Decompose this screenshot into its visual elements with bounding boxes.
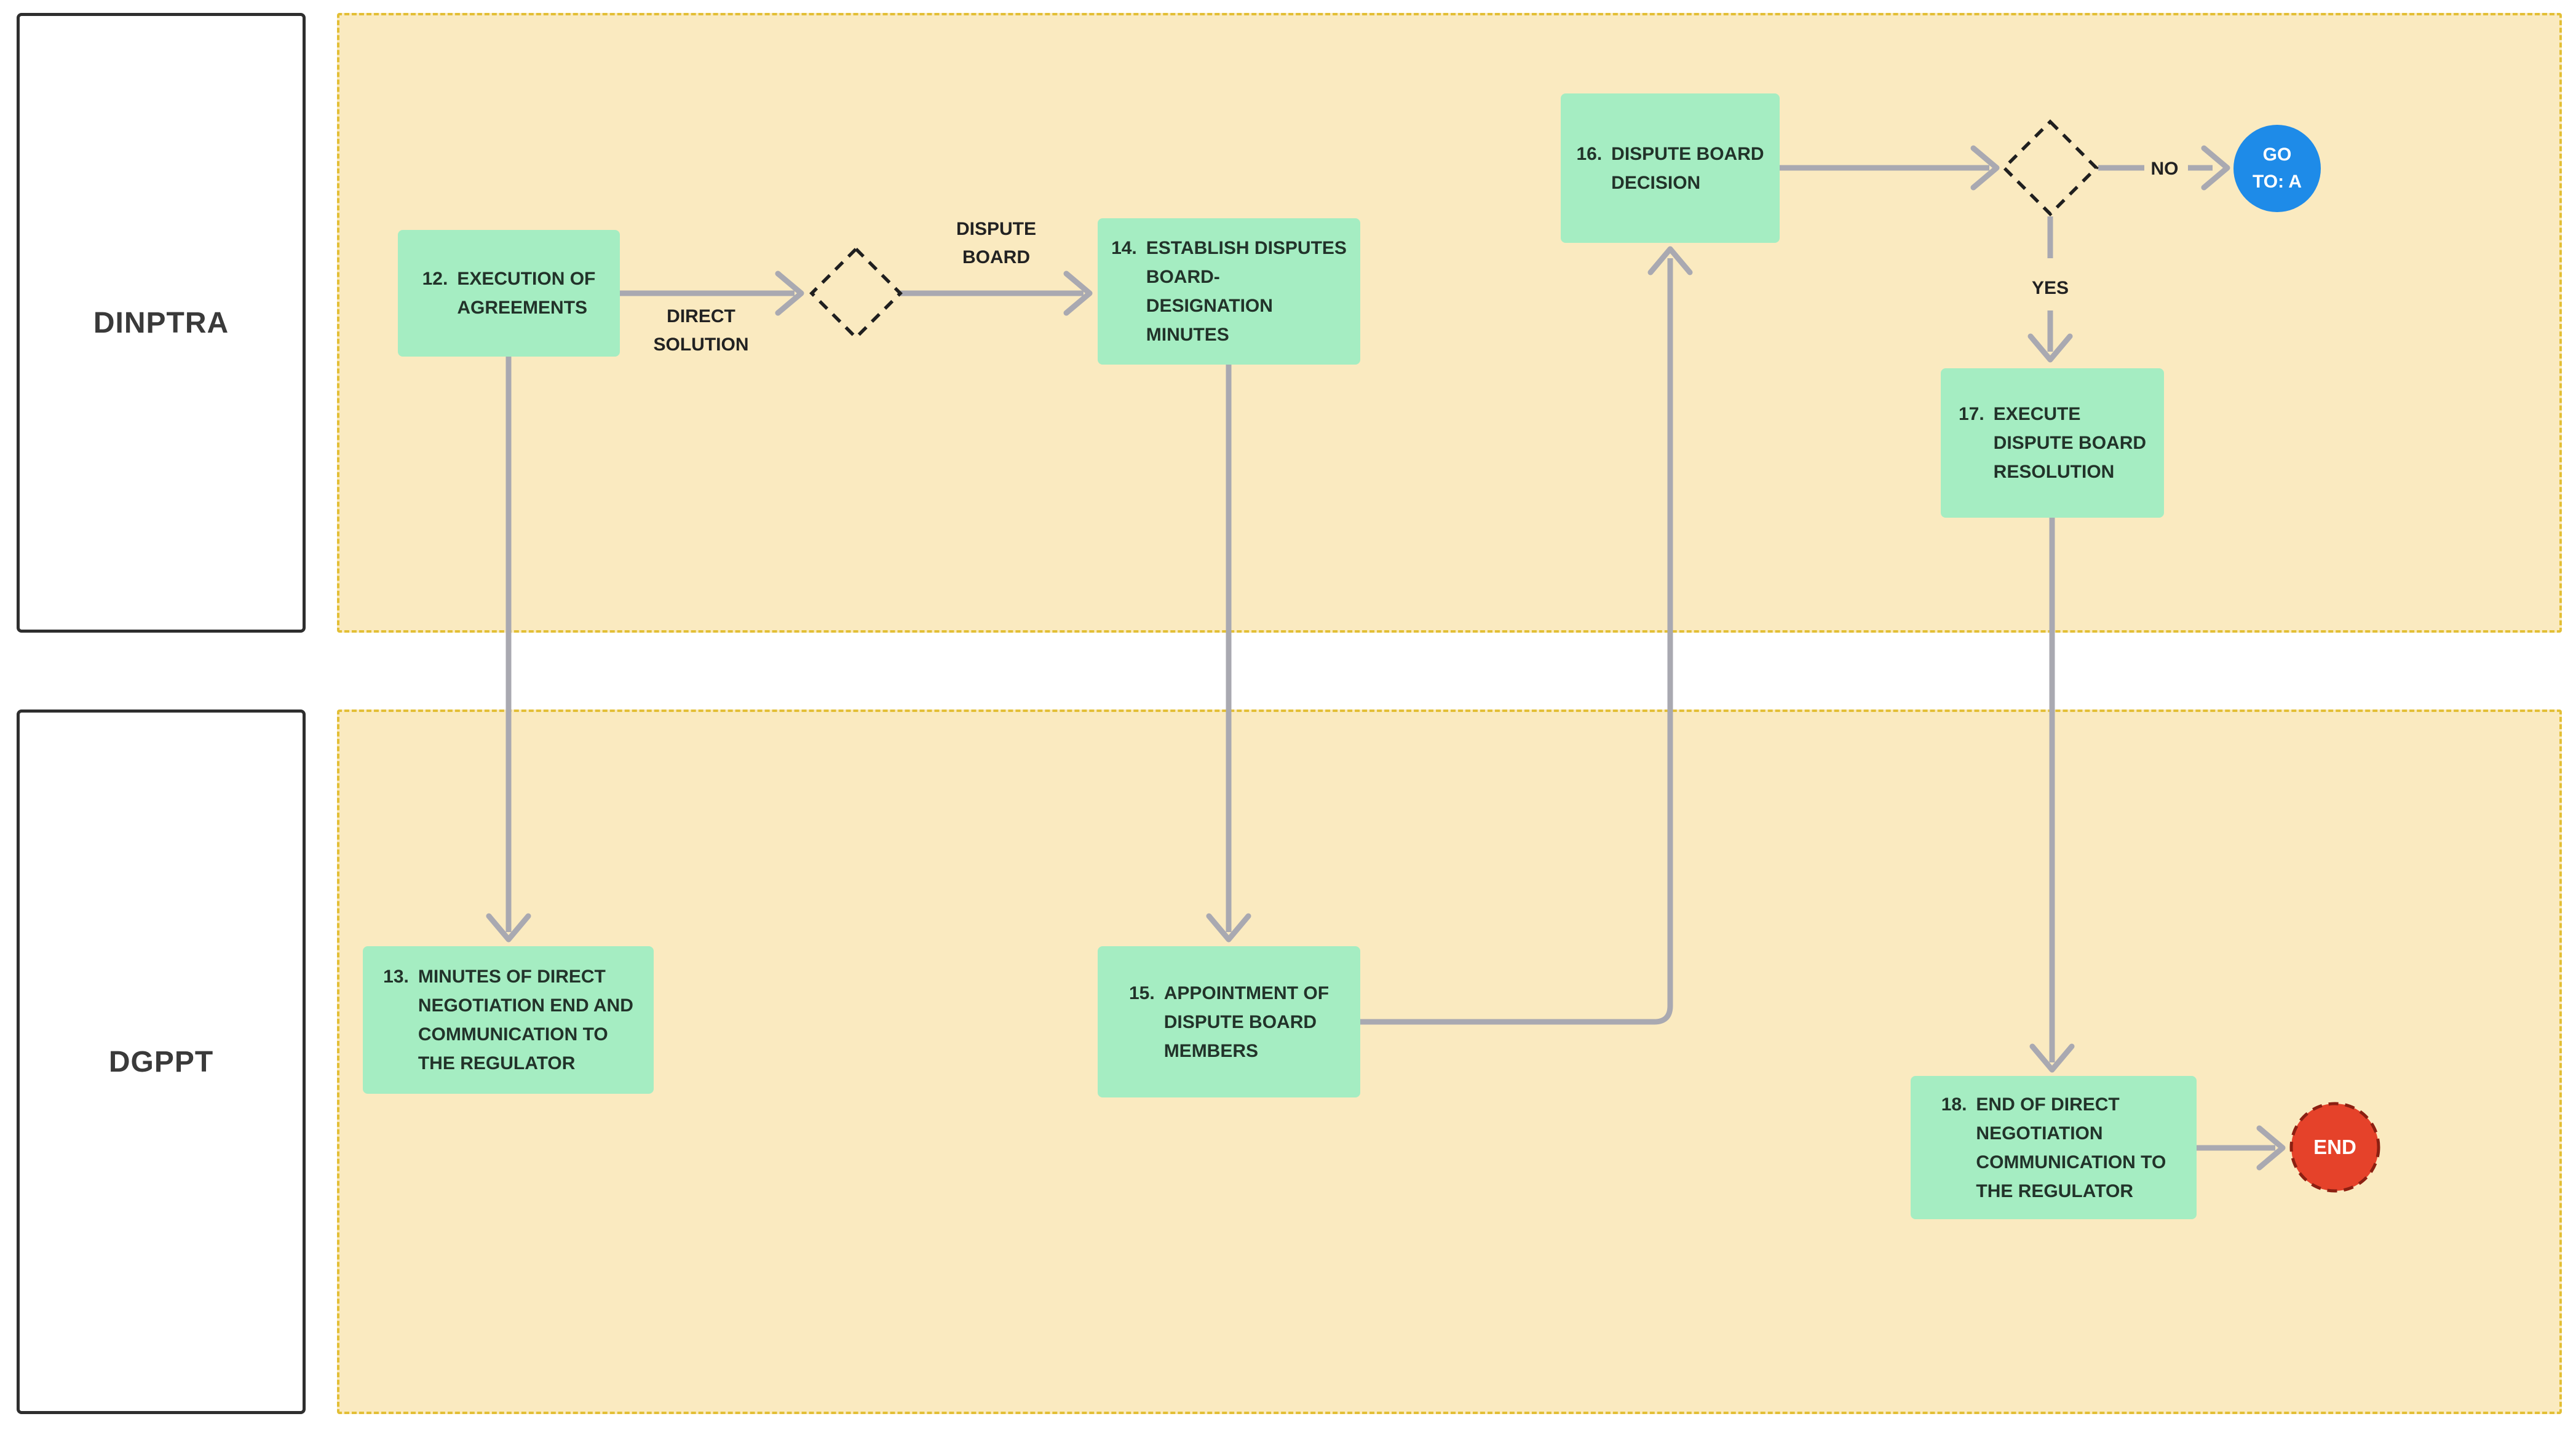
decision-diamond-board-decision[interactable] <box>2002 119 2099 216</box>
arrowhead-icon <box>2029 1043 2075 1073</box>
node-text: APPOINTMENT OF DISPUTE BOARD MEMBERS <box>1163 982 1330 1061</box>
arrowhead-icon <box>2256 1125 2286 1171</box>
node-number: 16. <box>1576 143 1603 164</box>
node-text: ESTABLISH DISPUTES BOARD- DESIGNATION MI… <box>1146 238 1347 345</box>
goto-a-terminal[interactable] <box>2233 125 2321 212</box>
lane-band-dgppt <box>337 710 2562 1414</box>
node-18-end-of-direct-negotiation[interactable]: 18. END OF DIRECT NEGOTIATION COMMUNICAT… <box>1911 1076 2197 1219</box>
decision-diamond-direct-or-dispute[interactable] <box>809 247 903 340</box>
node-14-establish-disputes-board[interactable]: 14. ESTABLISH DISPUTES BOARD- DESIGNATIO… <box>1098 218 1360 365</box>
edge-label-direct-solution: DIRECT SOLUTION <box>653 306 749 355</box>
node-number: 18. <box>1941 1094 1967 1115</box>
goto-a-label: GO TO: A <box>2253 144 2302 192</box>
node-text: EXECUTE DISPUTE BOARD RESOLUTION <box>1993 404 2147 482</box>
arrowhead-icon <box>486 913 531 943</box>
arrowhead-icon <box>775 271 804 316</box>
lane-band-dinptra <box>337 13 2562 633</box>
arrowhead-icon <box>1970 145 2000 191</box>
node-text: MINUTES OF DIRECT NEGOTIATION END AND CO… <box>418 967 633 1073</box>
node-number: 13. <box>383 967 409 987</box>
node-text: EXECUTION OF AGREEMENTS <box>457 269 596 318</box>
arrowhead-icon <box>1206 913 1251 943</box>
node-13-minutes-of-direct-negotiation[interactable]: 13. MINUTES OF DIRECT NEGOTIATION END AN… <box>363 946 654 1094</box>
node-text: END OF DIRECT NEGOTIATION COMMUNICATION … <box>1976 1094 2166 1201</box>
edge-label-dispute-board: DISPUTE BOARD <box>956 219 1037 267</box>
node-number: 15. <box>1128 982 1155 1003</box>
lane-title: DGPPT <box>108 1045 214 1078</box>
edge-label-no: NO <box>2150 159 2179 179</box>
edge-label-yes: YES <box>2031 278 2069 298</box>
node-12-execution-of-agreements[interactable]: 12. EXECUTION OF AGREEMENTS <box>398 230 620 357</box>
node-15-appointment-of-members[interactable]: 15. APPOINTMENT OF DISPUTE BOARD MEMBERS <box>1098 946 1360 1097</box>
node-number: 14. <box>1111 238 1137 258</box>
node-number: 12. <box>422 269 448 289</box>
lane-label-dinptra: DINPTRA <box>17 13 306 633</box>
node-17-execute-resolution[interactable]: 17. EXECUTE DISPUTE BOARD RESOLUTION <box>1941 368 2164 518</box>
lane-label-dgppt: DGPPT <box>17 710 306 1414</box>
arrowhead-icon <box>1063 271 1093 316</box>
arrowhead-icon <box>2201 145 2230 191</box>
lane-title: DINPTRA <box>93 306 229 339</box>
end-label: END <box>2313 1136 2356 1158</box>
arrowhead-icon <box>2027 333 2073 363</box>
arrowhead-icon <box>1647 246 1693 275</box>
node-number: 17. <box>1958 404 1984 424</box>
edge-15-to-16 <box>1360 258 1673 1025</box>
end-terminal[interactable] <box>2289 1102 2380 1193</box>
node-16-dispute-board-decision[interactable]: 16. DISPUTE BOARD DECISION <box>1561 93 1780 243</box>
node-text: DISPUTE BOARD DECISION <box>1611 143 1764 193</box>
